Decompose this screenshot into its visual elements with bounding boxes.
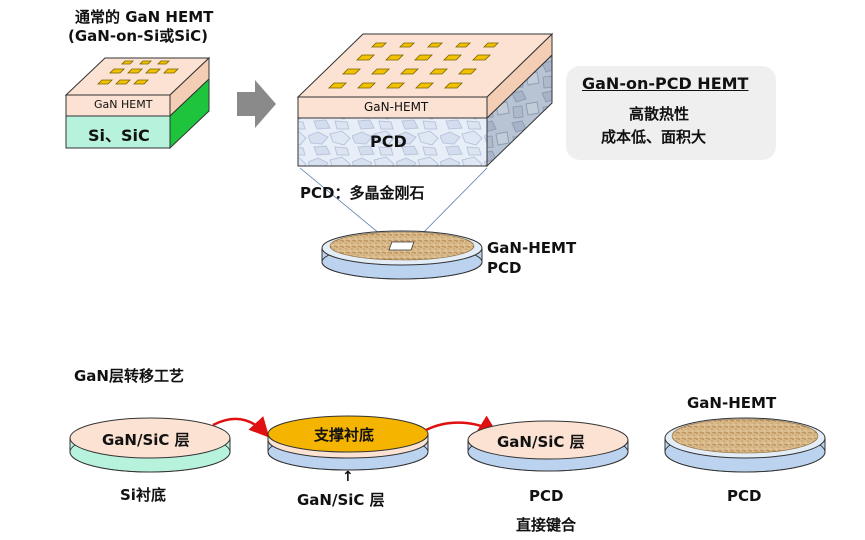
- conventional-si-label: Si、SiC: [88, 126, 150, 145]
- conventional-pads: [97, 60, 179, 85]
- callout-title: GaN-on-PCD HEMT: [582, 74, 749, 93]
- transition-arrow: [237, 80, 276, 128]
- wafer1-label: GaN/SiC 层: [102, 431, 190, 449]
- conventional-title-line2: (GaN-on-Si或SiC): [68, 27, 209, 45]
- conventional-si-side: [169, 77, 210, 150]
- pcd-layer-label: PCD: [370, 132, 407, 151]
- wafer4-caption: PCD: [727, 487, 762, 505]
- wafer3-caption: PCD: [529, 487, 564, 505]
- wafer-label-pcd: PCD: [487, 259, 522, 277]
- process-arrow-1: [212, 416, 270, 438]
- callout-box: [566, 66, 776, 160]
- wafer-label-gan: GaN-HEMT: [487, 239, 577, 257]
- wafer4-title: GaN-HEMT: [687, 394, 777, 412]
- zoom-line-right: [412, 167, 488, 244]
- pcd-caption: PCD：多晶金刚石: [300, 184, 425, 202]
- pcd-pads: [328, 42, 499, 89]
- process-wafer-4: [664, 417, 826, 473]
- wafer3-label: GaN/SiC 层: [497, 433, 585, 451]
- callout-line1: 高散热性: [629, 105, 690, 123]
- wafer1-caption: Si衬底: [120, 486, 166, 504]
- callout-line2: 成本低、面积大: [601, 128, 707, 146]
- wafer2-label: 支撑衬底: [314, 426, 375, 444]
- wafer3-note: 直接键合: [516, 516, 577, 534]
- wafer2-caption: GaN/SiC 层: [297, 491, 385, 509]
- conventional-chip: [64, 56, 211, 150]
- process-wafer-1: [69, 417, 231, 473]
- process-section-title: GaN层转移工艺: [74, 367, 184, 385]
- pcd-front-face: [297, 117, 488, 167]
- process-wafer-2: [267, 415, 429, 471]
- pcd-gan-label: GaN-HEMT: [364, 100, 429, 114]
- wafer2-arrow: ↑: [342, 469, 354, 485]
- pcd-chip: [296, 32, 554, 168]
- top-wafer: [321, 230, 483, 280]
- zoom-line-left: [299, 167, 392, 244]
- process-wafer-3: [467, 420, 629, 472]
- conventional-gan-label: GaN HEMT: [94, 98, 153, 111]
- conventional-title-line1: 通常的 GaN HEMT: [75, 8, 214, 26]
- wafer-die-highlight: [388, 241, 415, 251]
